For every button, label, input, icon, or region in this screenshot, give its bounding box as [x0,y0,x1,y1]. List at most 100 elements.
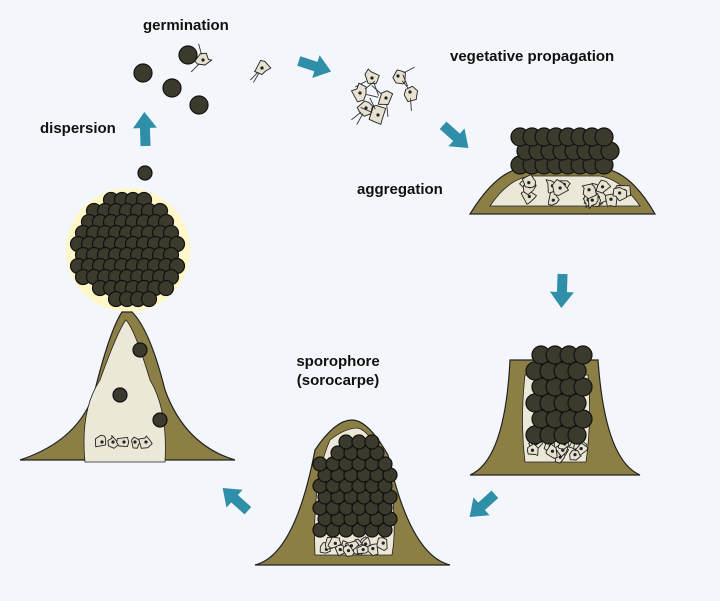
cell-nucleus [122,440,126,444]
label-sporophore: sporophore (sorocarpe) [288,352,388,390]
label-sporophore-line1: sporophore [296,353,380,370]
cell-nucleus [111,440,115,444]
arrow-shape [439,121,469,149]
cell-nucleus [144,440,148,444]
cell-nucleus [384,96,388,100]
arrow-vegetative-to-aggregation [439,121,469,149]
cell-nucleus [600,185,605,189]
arrow-shape [469,490,499,518]
spore [189,95,209,115]
cell-nucleus [527,194,531,199]
cell-nucleus [358,91,362,95]
cell-flagellum [369,97,376,110]
cell-nucleus [361,547,365,552]
aggregation-stage [468,127,657,215]
spore [567,393,587,413]
cell-nucleus [396,74,400,78]
cell-flagellum [360,107,373,113]
spore [567,361,587,381]
spore [594,127,614,147]
cell-nucleus [550,449,555,453]
spore [178,45,198,65]
cell-nucleus [587,188,591,192]
label-germination: germination [143,17,229,34]
amoeba-cell [375,537,388,551]
spore [377,456,393,472]
spore [573,409,593,429]
spore [140,290,158,308]
spore [567,425,587,445]
amoeba-cell [364,68,380,85]
spore [573,377,593,397]
spore [364,434,380,450]
cell-flagellum [371,85,382,95]
cell-nucleus [100,440,104,444]
cell-flagellum [402,74,409,87]
cell-nucleus [551,198,555,202]
cell-nucleus [333,541,337,545]
cell-flagellum [253,72,260,83]
cell-nucleus [260,66,264,70]
cell-flagellum [250,71,259,81]
vegetative-stage [351,66,418,125]
cell-nucleus [381,541,385,545]
arrow-sporophore-to-dispersion [222,487,252,515]
cell-nucleus [370,76,374,80]
cell-nucleus [201,58,205,62]
spore [157,279,175,297]
arrow-dispersion-to-germination [132,112,157,147]
cell-flagellum [386,104,389,117]
arrow-shape [222,487,252,515]
label-vegetative-propagation: vegetative propagation [450,48,615,65]
sporophore-stage [254,419,451,566]
cell-nucleus [364,106,368,110]
cell-nucleus [346,549,351,553]
cell-flagellum [364,80,376,90]
spore [133,63,153,83]
arrow-shape [132,112,157,147]
spore [152,412,168,428]
cell-flagellum [356,113,364,125]
cell-nucleus [133,440,137,444]
spore [351,434,367,450]
spore [573,345,593,365]
cell-flagellum [403,66,415,74]
spore [137,165,153,181]
cell-flagellum [198,43,202,55]
cell-flagellum [410,98,412,111]
cell-nucleus [573,453,577,457]
amoeba-cell [403,85,418,103]
cell-nucleus [376,113,380,117]
spore [132,342,148,358]
cell-nucleus [618,191,622,195]
arrow-aggregation-to-culmination [549,273,574,308]
cell-flagellum [190,63,200,73]
label-dispersion: dispersion [40,120,116,137]
spore [338,434,354,450]
cell-nucleus [527,180,531,185]
cell-nucleus [371,547,375,551]
cell-nucleus [579,446,583,451]
culmination-stage [469,345,641,476]
arrow-culmination-to-sporophore [469,490,499,518]
arrow-shape [549,273,574,308]
cell-nucleus [338,548,342,552]
spore [112,387,128,403]
spore [162,78,182,98]
arrow-shape [297,55,332,79]
cycle-arrows [132,55,574,518]
cell-nucleus [530,448,535,452]
germination-stage [133,43,272,115]
cell-nucleus [364,542,368,546]
label-aggregation: aggregation [357,181,443,198]
dispersion-stage [19,165,236,463]
cell-flagellum [351,111,362,121]
spore [312,456,328,472]
cell-nucleus [590,198,594,202]
cell-flagellum [366,94,379,98]
amoeba-cell [94,434,107,448]
cell-nucleus [609,197,613,201]
cell-nucleus [558,186,562,190]
